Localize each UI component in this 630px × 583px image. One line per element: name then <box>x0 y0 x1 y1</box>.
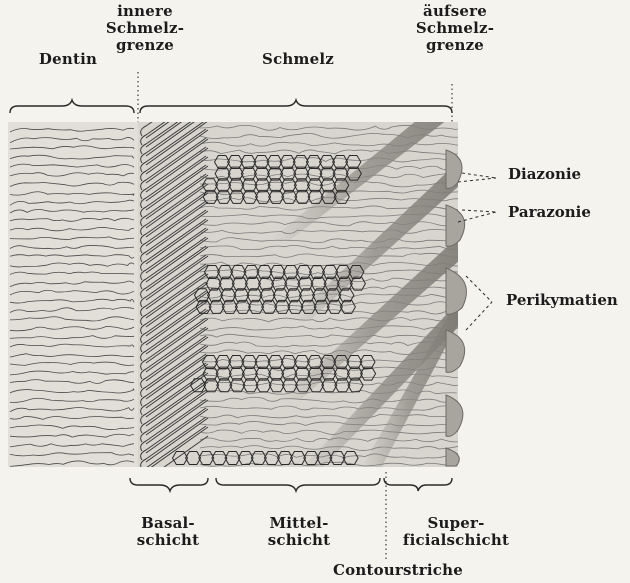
middle-line-2: schicht <box>244 532 354 549</box>
bottom-braces <box>130 478 452 491</box>
brace-middle <box>216 478 380 491</box>
outer-boundary-line-3: grenze <box>400 37 510 54</box>
brace-dentin <box>10 100 134 113</box>
label-superficial-layer: Super- ficialschicht <box>386 515 526 549</box>
inner-boundary-line-2: Schmelz- <box>95 20 195 37</box>
brace-enamel <box>140 100 452 113</box>
inner-boundary-line-3: grenze <box>95 37 195 54</box>
perikymatien-pointer <box>466 276 492 330</box>
top-braces <box>10 100 452 113</box>
label-enamel: Schmelz <box>248 51 348 68</box>
superficial-line-1: Super- <box>386 515 526 532</box>
diazonie-pointer <box>458 173 496 182</box>
basal-line-2: schicht <box>118 532 218 549</box>
label-perikymatien: Perikymatien <box>506 291 618 309</box>
basal-line-1: Basal- <box>118 515 218 532</box>
middle-line-1: Mittel- <box>244 515 354 532</box>
dentin-region <box>8 122 142 467</box>
brace-superficial <box>384 478 452 491</box>
label-basal-layer: Basal- schicht <box>118 515 218 549</box>
label-diazonie: Diazonie <box>508 165 581 183</box>
outer-boundary-line-1: äufsere <box>400 3 510 20</box>
label-middle-layer: Mittel- schicht <box>244 515 354 549</box>
label-inner-boundary: innere Schmelz- grenze <box>95 3 195 54</box>
outer-boundary-line-2: Schmelz- <box>400 20 510 37</box>
pointer-lines <box>458 173 496 330</box>
brace-basal <box>130 478 208 491</box>
label-parazonie: Parazonie <box>508 203 591 221</box>
inner-boundary-line-1: innere <box>95 3 195 20</box>
superficial-line-2: ficialschicht <box>386 532 526 549</box>
label-outer-boundary: äufsere Schmelz- grenze <box>400 3 510 54</box>
label-contour-lines: Contourstriche <box>318 562 478 579</box>
